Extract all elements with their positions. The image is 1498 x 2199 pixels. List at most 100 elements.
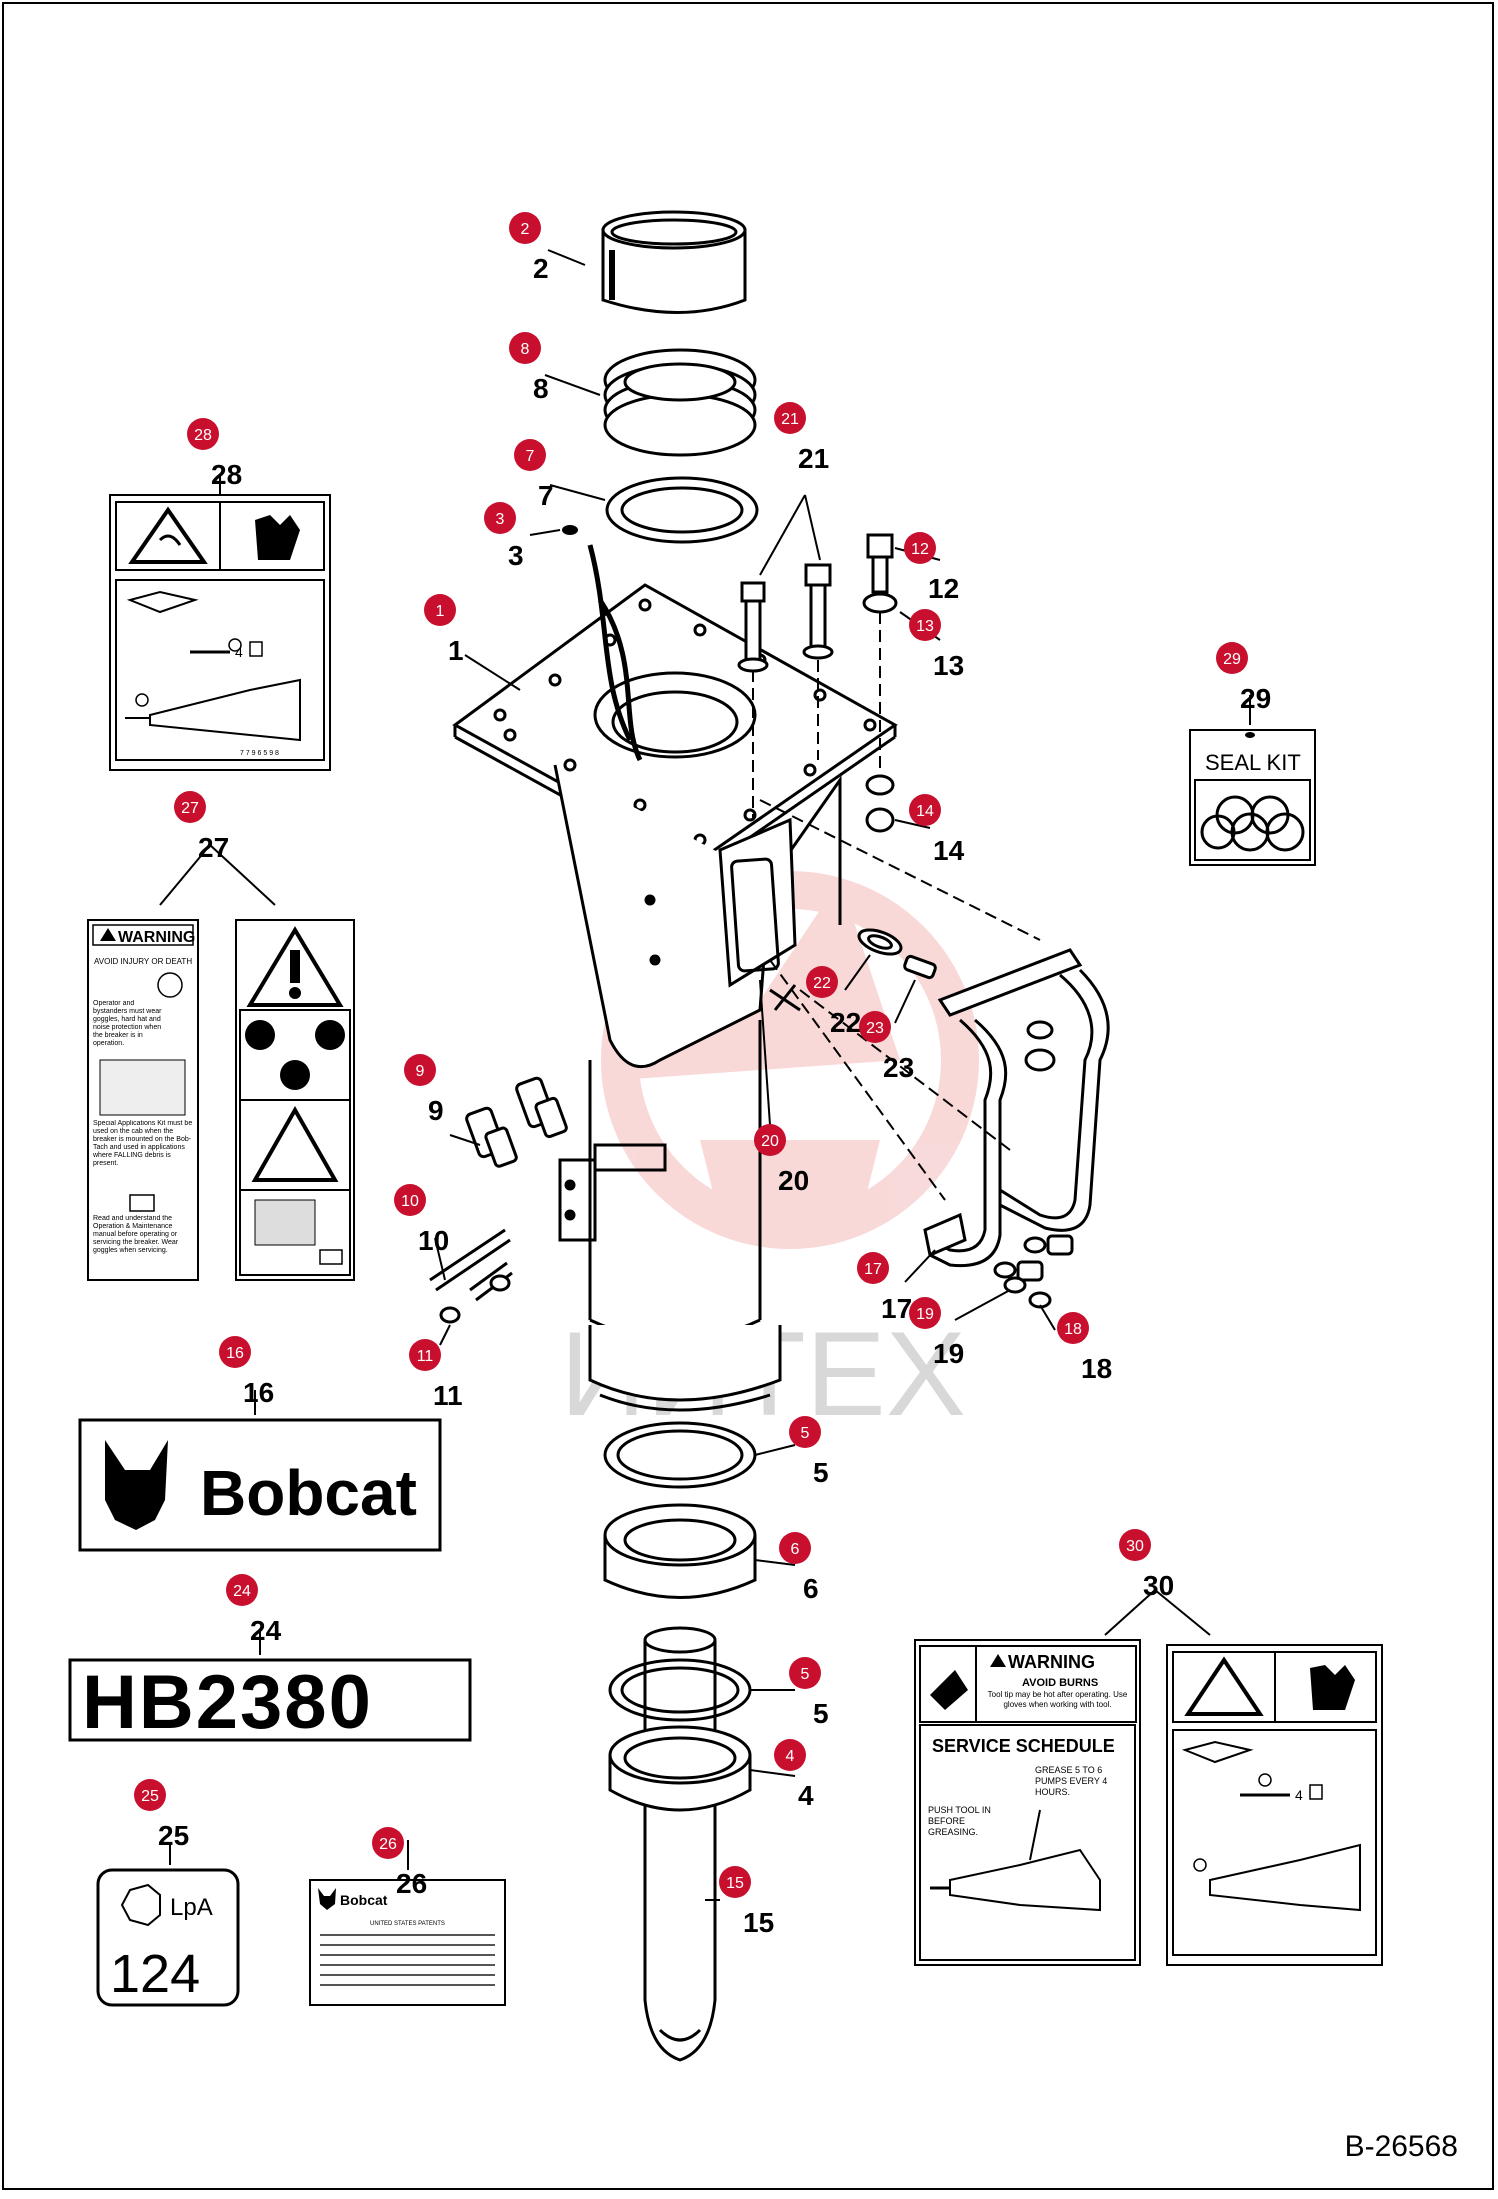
part-badge-19[interactable]: 19 [909, 1297, 941, 1329]
part-number-9: 9 [428, 1095, 444, 1126]
part-badge-label: 12 [911, 541, 929, 558]
part-badge-14[interactable]: 14 [909, 794, 941, 826]
part-badge-25[interactable]: 25 [134, 1779, 166, 1811]
part-badge-circle[interactable] [754, 1124, 786, 1156]
part-number-4: 4 [798, 1780, 814, 1811]
part-number-20: 20 [778, 1165, 809, 1196]
part-badge-circle[interactable] [509, 212, 541, 244]
svg-text:4: 4 [1295, 1787, 1303, 1803]
part-badge-2[interactable]: 2 [509, 212, 541, 244]
part-badge-circle[interactable] [187, 418, 219, 450]
part-badge-circle[interactable] [394, 1184, 426, 1216]
part-badge-label: 29 [1223, 651, 1241, 668]
part-badge-12[interactable]: 12 [904, 532, 936, 564]
part-badge-11[interactable]: 11 [409, 1339, 441, 1371]
part-badge-label: 26 [379, 1836, 397, 1853]
plug-part-3 [562, 525, 578, 535]
part-number-24: 24 [250, 1615, 282, 1646]
decal-27-subtitle: AVOID INJURY OR DEATH [94, 957, 192, 966]
part-badge-5a[interactable]: 5 [789, 1416, 821, 1448]
part-badge-22[interactable]: 22 [806, 966, 838, 998]
part-badge-23[interactable]: 23 [859, 1011, 891, 1043]
part-badge-label: 19 [916, 1306, 934, 1323]
part-badge-5b[interactable]: 5 [789, 1657, 821, 1689]
part-badge-1[interactable]: 1 [424, 594, 456, 626]
diagram-reference: B-26568 [1344, 2130, 1458, 2163]
part-badge-17[interactable]: 17 [857, 1252, 889, 1284]
part-badge-circle[interactable] [424, 594, 456, 626]
part-number-13: 13 [933, 650, 964, 681]
part-badge-circle[interactable] [509, 332, 541, 364]
part-badge-29[interactable]: 29 [1216, 642, 1248, 674]
part-badge-circle[interactable] [909, 609, 941, 641]
part-number-8: 8 [533, 373, 549, 404]
grease-fitting-part-20 [769, 984, 801, 1012]
part-badge-circle[interactable] [372, 1827, 404, 1859]
part-badge-8[interactable]: 8 [509, 332, 541, 364]
part-badge-4[interactable]: 4 [774, 1739, 806, 1771]
part-badge-circle[interactable] [774, 402, 806, 434]
part-badge-circle[interactable] [774, 1739, 806, 1771]
part-badge-circle[interactable] [219, 1336, 251, 1368]
part-badge-circle[interactable] [134, 1779, 166, 1811]
part-badge-circle[interactable] [789, 1657, 821, 1689]
decal-leaders [159, 475, 1251, 1870]
part-badge-6[interactable]: 6 [779, 1532, 811, 1564]
part-badge-circle[interactable] [409, 1339, 441, 1371]
part-badge-circle[interactable] [1216, 642, 1248, 674]
nuts-part-14 [865, 774, 895, 833]
noise-unit: LpA [170, 1894, 213, 1921]
part-badge-circle[interactable] [1057, 1312, 1089, 1344]
decal-27-p2: Special Applications Kit must be used on… [93, 1120, 193, 1167]
part-badge-28[interactable]: 28 [187, 418, 219, 450]
part-badge-label: 11 [417, 1348, 434, 1365]
part-badge-24[interactable]: 24 [226, 1574, 258, 1606]
decal-30-title: WARNING [1008, 1652, 1095, 1672]
part-badge-label: 28 [194, 427, 212, 444]
part-badge-circle[interactable] [779, 1532, 811, 1564]
part-badge-circle[interactable] [789, 1416, 821, 1448]
part-badge-15[interactable]: 15 [719, 1866, 751, 1898]
part-badge-21[interactable]: 21 [774, 402, 806, 434]
part-badge-label: 25 [141, 1788, 159, 1805]
part-badge-27[interactable]: 27 [174, 791, 206, 823]
part-badge-circle[interactable] [806, 966, 838, 998]
part-badge-circle[interactable] [1119, 1529, 1151, 1561]
part-badge-circle[interactable] [909, 1297, 941, 1329]
part-badge-18[interactable]: 18 [1057, 1312, 1089, 1344]
part-badge-circle[interactable] [904, 532, 936, 564]
part-badge-3[interactable]: 3 [484, 502, 516, 534]
part-badge-label: 14 [916, 803, 934, 820]
part-badge-circle[interactable] [174, 791, 206, 823]
part-badge-circle[interactable] [404, 1054, 436, 1086]
part-number-7: 7 [538, 480, 554, 511]
part-number-1: 1 [448, 635, 464, 666]
part-number-15: 15 [743, 1907, 774, 1938]
part-badge-label: 1 [436, 603, 445, 620]
part-badge-10[interactable]: 10 [394, 1184, 426, 1216]
part-badge-label: 16 [226, 1345, 244, 1362]
part-badge-circle[interactable] [226, 1574, 258, 1606]
part-badge-26[interactable]: 26 [372, 1827, 404, 1859]
part-badge-label: 30 [1126, 1538, 1144, 1555]
part-badge-13[interactable]: 13 [909, 609, 941, 641]
part-badge-30[interactable]: 30 [1119, 1529, 1151, 1561]
part-badge-label: 10 [401, 1193, 419, 1210]
part-badge-circle[interactable] [719, 1866, 751, 1898]
part-badge-label: 15 [726, 1875, 744, 1892]
part-badge-7[interactable]: 7 [514, 439, 546, 471]
part-number-27: 27 [198, 832, 229, 863]
ring-part-4 [608, 1725, 752, 1812]
push-instructions: PUSH TOOL IN BEFORE GREASING. [928, 1805, 991, 1837]
part-badge-9[interactable]: 9 [404, 1054, 436, 1086]
part-badge-20[interactable]: 20 [754, 1124, 786, 1156]
part-badge-16[interactable]: 16 [219, 1336, 251, 1368]
ring-part-7 [605, 476, 759, 544]
part-badge-circle[interactable] [857, 1252, 889, 1284]
part-badge-circle[interactable] [909, 794, 941, 826]
part-badge-circle[interactable] [514, 439, 546, 471]
part-badge-label: 13 [916, 618, 934, 635]
part-badge-circle[interactable] [484, 502, 516, 534]
part-badge-circle[interactable] [859, 1011, 891, 1043]
